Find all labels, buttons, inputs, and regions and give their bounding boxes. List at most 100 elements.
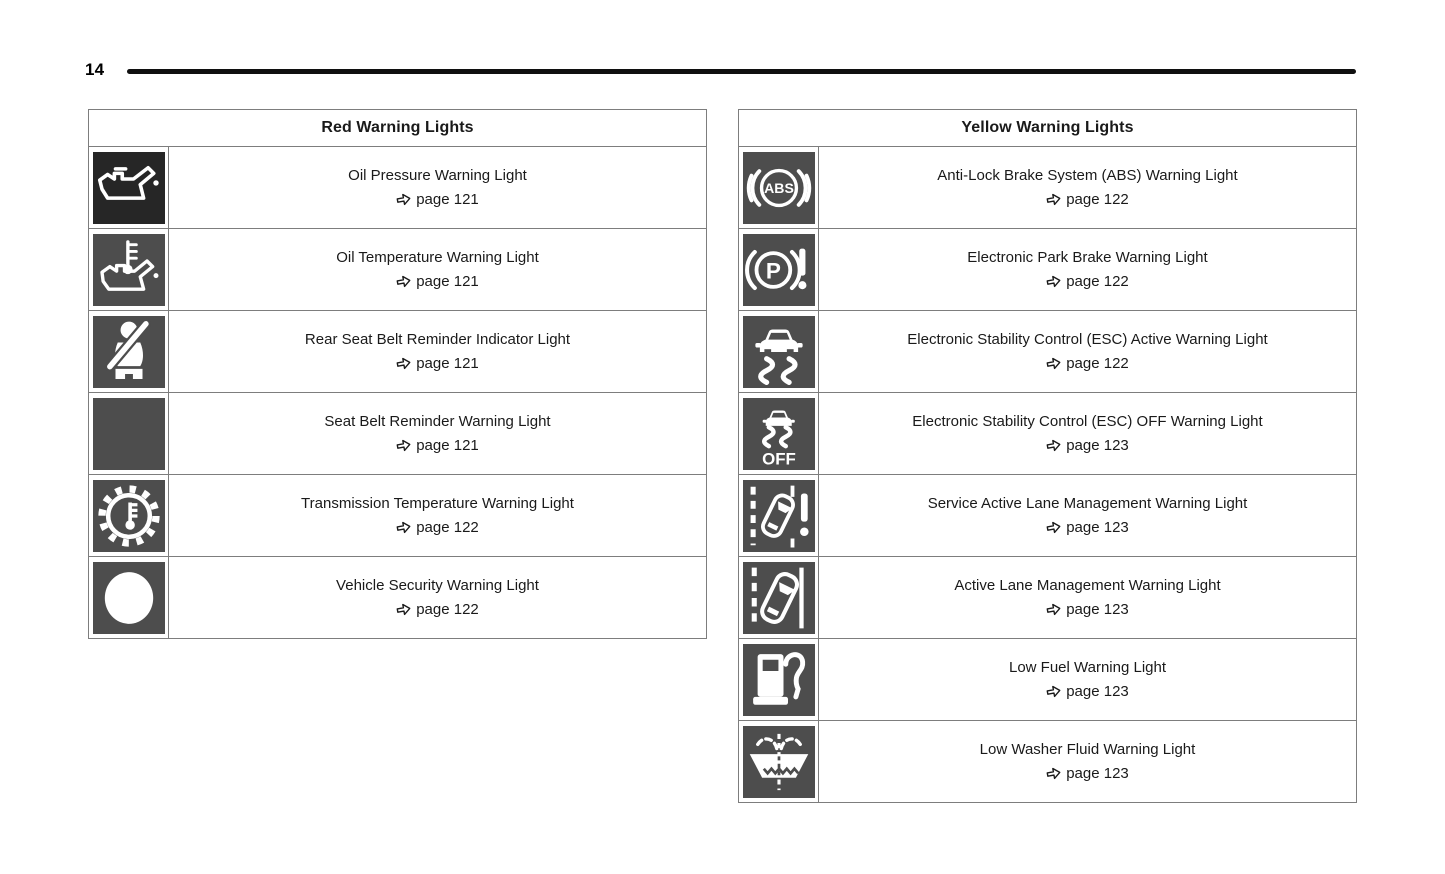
text-cell: Service Active Lane Management Warning L… xyxy=(819,475,1356,556)
page-reference: page 122 xyxy=(1046,273,1129,290)
page-reference: page 122 xyxy=(1046,355,1129,372)
table-rows: Oil Pressure Warning Light page 121 Oil … xyxy=(89,146,706,638)
abs-warning-icon: ABS xyxy=(742,151,815,224)
page-ref-arrow-icon xyxy=(1046,685,1061,698)
page-ref-arrow-icon xyxy=(1046,275,1061,288)
page-reference: page 122 xyxy=(396,601,479,618)
seat-belt-reminder-icon xyxy=(92,397,165,470)
warning-light-row: Service Active Lane Management Warning L… xyxy=(739,474,1356,556)
icon-cell xyxy=(89,311,169,392)
page-ref-arrow-icon xyxy=(1046,521,1061,534)
page-number: 14 xyxy=(85,60,105,79)
warning-light-row: Transmission Temperature Warning Light p… xyxy=(89,474,706,556)
warning-light-row: Electronic Stability Control (ESC) Activ… xyxy=(739,310,1356,392)
transmission-temperature-warning-icon xyxy=(92,479,165,552)
text-cell: Seat Belt Reminder Warning Light page 12… xyxy=(169,393,706,474)
page-ref-arrow-icon xyxy=(396,521,411,534)
page-ref-text: page 122 xyxy=(1066,272,1129,290)
page-ref-text: page 121 xyxy=(416,354,479,372)
esc-off-warning-icon: OFF xyxy=(742,397,815,470)
warning-light-name: Service Active Lane Management Warning L… xyxy=(927,495,1248,513)
page-reference: page 122 xyxy=(396,519,479,536)
warning-light-name: Vehicle Security Warning Light xyxy=(336,577,539,595)
page-reference: page 123 xyxy=(1046,601,1129,618)
page-ref-arrow-icon xyxy=(1046,439,1061,452)
page-ref-text: page 122 xyxy=(416,600,479,618)
text-cell: Oil Pressure Warning Light page 121 xyxy=(169,147,706,228)
warning-light-row: P Electronic Park Brake Warning Light pa… xyxy=(739,228,1356,310)
warning-light-row: Low Washer Fluid Warning Light page 123 xyxy=(739,720,1356,802)
page-ref-text: page 123 xyxy=(1066,682,1129,700)
text-cell: Low Washer Fluid Warning Light page 123 xyxy=(819,721,1356,802)
yellow-warning-lights-table: Yellow Warning Lights ABS Anti-Lock Brak… xyxy=(738,109,1357,803)
page-ref-text: page 121 xyxy=(416,190,479,208)
page-reference: page 123 xyxy=(1046,683,1129,700)
text-cell: Transmission Temperature Warning Light p… xyxy=(169,475,706,556)
warning-light-name: Seat Belt Reminder Warning Light xyxy=(324,413,551,431)
icon-cell xyxy=(739,639,819,720)
icon-cell xyxy=(89,475,169,556)
page-ref-arrow-icon xyxy=(396,275,411,288)
vehicle-security-warning-icon xyxy=(92,561,165,634)
page-ref-arrow-icon xyxy=(1046,193,1061,206)
page-ref-arrow-icon xyxy=(1046,357,1061,370)
page-ref-text: page 121 xyxy=(416,272,479,290)
icon-cell xyxy=(89,147,169,228)
page-ref-arrow-icon xyxy=(396,439,411,452)
electronic-park-brake-warning-icon: P xyxy=(742,233,815,306)
icon-cell xyxy=(739,721,819,802)
warning-light-name: Rear Seat Belt Reminder Indicator Light xyxy=(304,331,571,349)
page-reference: page 121 xyxy=(396,437,479,454)
page-ref-arrow-icon xyxy=(1046,767,1061,780)
icon-cell xyxy=(89,557,169,638)
page-ref-text: page 123 xyxy=(1066,600,1129,618)
page-reference: page 122 xyxy=(1046,191,1129,208)
page-ref-text: page 123 xyxy=(1066,436,1129,454)
red-warning-lights-table: Red Warning Lights Oil Pressure Warning … xyxy=(88,109,707,639)
warning-light-name: Active Lane Management Warning Light xyxy=(954,577,1221,595)
text-cell: Vehicle Security Warning Light page 122 xyxy=(169,557,706,638)
service-active-lane-management-warning-icon xyxy=(742,479,815,552)
page-ref-text: page 121 xyxy=(416,436,479,454)
warning-light-row: Vehicle Security Warning Light page 122 xyxy=(89,556,706,638)
warning-light-name: Electronic Stability Control (ESC) Activ… xyxy=(907,331,1268,349)
warning-light-row: Active Lane Management Warning Light pag… xyxy=(739,556,1356,638)
page-ref-text: page 122 xyxy=(416,518,479,536)
warning-light-name: Oil Pressure Warning Light xyxy=(348,167,527,185)
warning-light-row: Rear Seat Belt Reminder Indicator Light … xyxy=(89,310,706,392)
warning-light-name: Low Washer Fluid Warning Light xyxy=(979,741,1196,759)
text-cell: Anti-Lock Brake System (ABS) Warning Lig… xyxy=(819,147,1356,228)
text-cell: Active Lane Management Warning Light pag… xyxy=(819,557,1356,638)
page-reference: page 123 xyxy=(1046,519,1129,536)
header-rule xyxy=(127,69,1356,74)
esc-active-warning-icon xyxy=(742,315,815,388)
warning-light-row: Oil Pressure Warning Light page 121 xyxy=(89,146,706,228)
table-title: Yellow Warning Lights xyxy=(961,119,1134,136)
warning-light-name: Low Fuel Warning Light xyxy=(1008,659,1167,677)
svg-text:ABS: ABS xyxy=(764,180,794,196)
text-cell: Low Fuel Warning Light page 123 xyxy=(819,639,1356,720)
page-reference: page 123 xyxy=(1046,437,1129,454)
icon-cell xyxy=(739,311,819,392)
oil-pressure-warning-icon xyxy=(92,151,165,224)
active-lane-management-warning-icon xyxy=(742,561,815,634)
page-ref-arrow-icon xyxy=(396,193,411,206)
table-title: Red Warning Lights xyxy=(321,119,474,136)
icon-cell: ABS xyxy=(739,147,819,228)
icon-cell xyxy=(89,229,169,310)
warning-light-name: Electronic Park Brake Warning Light xyxy=(967,249,1208,267)
warning-light-row: Low Fuel Warning Light page 123 xyxy=(739,638,1356,720)
text-cell: Electronic Stability Control (ESC) OFF W… xyxy=(819,393,1356,474)
icon-cell xyxy=(739,475,819,556)
warning-light-row: Oil Temperature Warning Light page 121 xyxy=(89,228,706,310)
page-ref-text: page 122 xyxy=(1066,354,1129,372)
icon-cell xyxy=(89,393,169,474)
low-washer-fluid-warning-icon xyxy=(742,725,815,798)
warning-light-name: Transmission Temperature Warning Light xyxy=(301,495,574,513)
page-reference: page 123 xyxy=(1046,765,1129,782)
page-ref-arrow-icon xyxy=(396,603,411,616)
svg-text:P: P xyxy=(765,258,780,283)
page-ref-text: page 123 xyxy=(1066,764,1129,782)
icon-cell xyxy=(739,557,819,638)
warning-light-name: Anti-Lock Brake System (ABS) Warning Lig… xyxy=(937,167,1238,185)
